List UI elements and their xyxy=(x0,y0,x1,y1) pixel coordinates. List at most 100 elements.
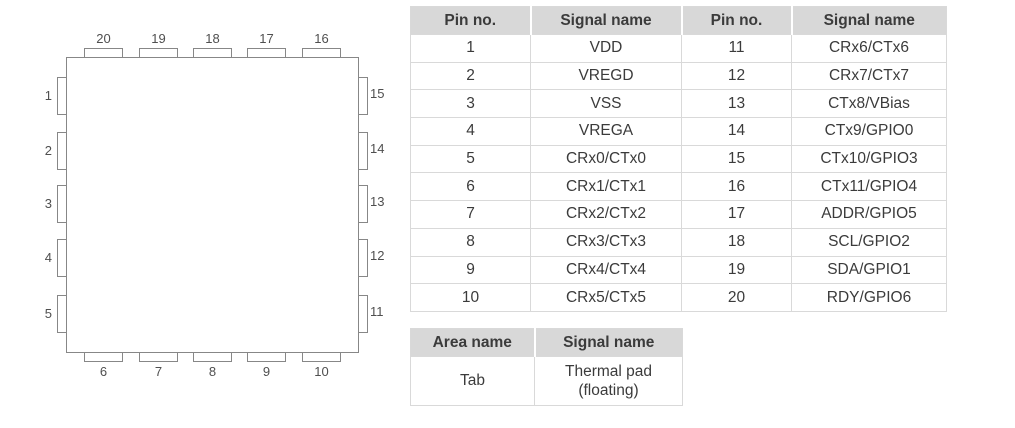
column-header-signal-name-2: Signal name xyxy=(790,6,947,35)
cell-signal-name: VREGD xyxy=(530,61,682,91)
pin-label-8: 8 xyxy=(208,364,217,379)
table-row: 7 CRx2/CTx2 17 ADDR/GPIO5 xyxy=(410,200,947,229)
column-header-pin-no-2: Pin no. xyxy=(680,6,792,35)
table-header-row: Area name Signal name xyxy=(410,328,683,357)
table-row: Tab Thermal pad (floating) xyxy=(410,356,683,406)
cell-signal-name: SDA/GPIO1 xyxy=(791,255,947,285)
cell-pin-no: 16 xyxy=(681,172,792,202)
cell-pin-no: 15 xyxy=(681,144,792,174)
table-row: 4 VREGA 14 CTx9/GPIO0 xyxy=(410,117,947,146)
pin-label-7: 7 xyxy=(154,364,163,379)
cell-signal-name: CRx0/CTx0 xyxy=(530,144,682,174)
pin-box-10 xyxy=(302,352,341,362)
cell-pin-no: 18 xyxy=(681,227,792,257)
pin-label-16: 16 xyxy=(314,31,329,46)
pin-label-5: 5 xyxy=(44,306,52,321)
pin-label-6: 6 xyxy=(99,364,108,379)
pin-box-20 xyxy=(84,48,123,58)
pin-box-14 xyxy=(358,132,368,170)
cell-signal-name: RDY/GPIO6 xyxy=(791,283,947,312)
cell-pin-no: 4 xyxy=(410,117,531,146)
column-header-signal-name-1: Signal name xyxy=(529,6,682,35)
pin-box-4 xyxy=(57,239,67,277)
pin-label-15: 15 xyxy=(370,86,385,101)
pin-label-18: 18 xyxy=(205,31,220,46)
pin-box-7 xyxy=(139,352,178,362)
cell-pin-no: 5 xyxy=(410,144,531,174)
table-row: 6 CRx1/CTx1 16 CTx11/GPIO4 xyxy=(410,172,947,202)
table-header-row: Pin no. Signal name Pin no. Signal name xyxy=(410,6,947,35)
pin-label-2: 2 xyxy=(44,143,52,158)
cell-pin-no: 1 xyxy=(410,34,531,63)
pin-label-11: 11 xyxy=(370,304,384,319)
cell-pin-no: 6 xyxy=(410,172,531,202)
pin-box-15 xyxy=(358,77,368,115)
cell-pin-no: 8 xyxy=(410,227,531,257)
cell-signal-name: CTx10/GPIO3 xyxy=(791,144,947,174)
cell-pin-no: 9 xyxy=(410,255,531,285)
pin-label-4: 4 xyxy=(44,250,52,265)
chip-body-outline xyxy=(66,57,359,353)
cell-pin-no: 11 xyxy=(681,34,792,63)
cell-pin-no: 13 xyxy=(681,89,792,119)
pin-box-11 xyxy=(358,295,368,333)
cell-signal-name: CRx1/CTx1 xyxy=(530,172,682,202)
pin-box-6 xyxy=(84,352,123,362)
pin-label-12: 12 xyxy=(370,248,385,263)
cell-signal-name: SCL/GPIO2 xyxy=(791,227,947,257)
pin-signal-table: Pin no. Signal name Pin no. Signal name … xyxy=(410,6,947,312)
pin-box-12 xyxy=(358,239,368,277)
pin-box-18 xyxy=(193,48,232,58)
cell-pin-no: 7 xyxy=(410,200,531,229)
pin-label-17: 17 xyxy=(259,31,274,46)
pin-label-9: 9 xyxy=(262,364,271,379)
table-row: 9 CRx4/CTx4 19 SDA/GPIO1 xyxy=(410,255,947,285)
pin-box-17 xyxy=(247,48,286,58)
area-signal-table: Area name Signal name Tab Thermal pad (f… xyxy=(410,328,683,406)
pin-label-10: 10 xyxy=(314,364,329,379)
cell-pin-no: 14 xyxy=(681,117,792,146)
column-header-pin-no-1: Pin no. xyxy=(410,6,531,35)
cell-signal-name: CTx9/GPIO0 xyxy=(791,117,947,146)
pin-box-3 xyxy=(57,185,67,223)
pin-box-9 xyxy=(247,352,286,362)
pin-box-1 xyxy=(57,77,67,115)
table-row: 3 VSS 13 CTx8/VBias xyxy=(410,89,947,119)
cell-signal-name: VSS xyxy=(530,89,682,119)
table-row: 2 VREGD 12 CRx7/CTx7 xyxy=(410,61,947,91)
pin-label-19: 19 xyxy=(151,31,166,46)
pin-label-14: 14 xyxy=(370,141,385,156)
cell-pin-no: 19 xyxy=(681,255,792,285)
pin-label-20: 20 xyxy=(96,31,111,46)
cell-signal-name: CRx7/CTx7 xyxy=(791,61,947,91)
cell-signal-name: CRx3/CTx3 xyxy=(530,227,682,257)
cell-pin-no: 17 xyxy=(681,200,792,229)
cell-pin-no: 20 xyxy=(681,283,792,312)
pin-box-16 xyxy=(302,48,341,58)
pin-label-1: 1 xyxy=(44,88,52,103)
cell-pin-no: 3 xyxy=(410,89,531,119)
column-header-area-name: Area name xyxy=(410,328,535,357)
table-row: 1 VDD 11 CRx6/CTx6 xyxy=(410,34,947,63)
cell-signal-name: VDD xyxy=(530,34,682,63)
table-row: 10 CRx5/CTx5 20 RDY/GPIO6 xyxy=(410,283,947,312)
cell-signal-name: CRx4/CTx4 xyxy=(530,255,682,285)
pin-label-13: 13 xyxy=(370,194,385,209)
cell-signal-name: CRx5/CTx5 xyxy=(530,283,682,312)
pin-box-13 xyxy=(358,185,368,223)
pin-box-2 xyxy=(57,132,67,170)
column-header-signal-name: Signal name xyxy=(533,328,683,357)
pin-box-5 xyxy=(57,295,67,333)
pin-label-3: 3 xyxy=(44,196,52,211)
cell-pin-no: 10 xyxy=(410,283,531,312)
cell-pin-no: 12 xyxy=(681,61,792,91)
cell-signal-name: CRx2/CTx2 xyxy=(530,200,682,229)
cell-signal-name: ADDR/GPIO5 xyxy=(791,200,947,229)
cell-pin-no: 2 xyxy=(410,61,531,91)
cell-signal-name: CRx6/CTx6 xyxy=(791,34,947,63)
cell-signal-name: VREGA xyxy=(530,117,682,146)
cell-signal-name: Thermal pad (floating) xyxy=(534,356,683,406)
pin-box-19 xyxy=(139,48,178,58)
table-row: 8 CRx3/CTx3 18 SCL/GPIO2 xyxy=(410,227,947,257)
